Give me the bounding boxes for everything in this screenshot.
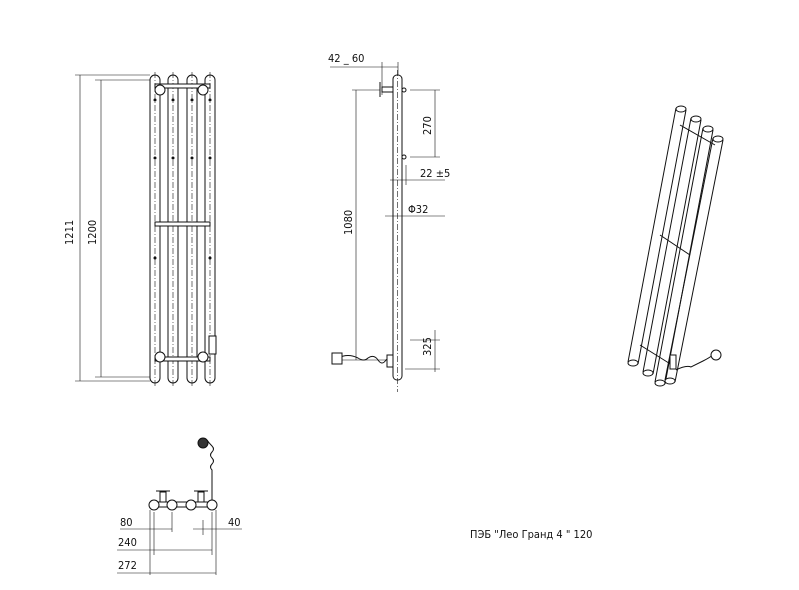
dim-1080: 1080 — [342, 210, 355, 235]
dim-325: 325 — [421, 337, 434, 356]
drawing-title: ПЭБ "Лео Гранд 4 " 120 — [470, 528, 592, 541]
dim-1200: 1200 — [86, 220, 99, 245]
top-view: 80 40 240 272 — [117, 437, 242, 575]
dim-270: 270 — [421, 116, 434, 135]
dim-272: 272 — [118, 559, 137, 572]
side-view: 42 _ 60 270 22 ±5 Φ32 1080 325 — [328, 52, 450, 392]
dim-240: 240 — [118, 536, 137, 549]
dim-80: 80 — [120, 516, 133, 529]
dim-40: 40 — [228, 516, 241, 529]
dim-offset: 42 _ 60 — [328, 52, 364, 65]
dim-1211: 1211 — [63, 220, 76, 245]
front-view: 1211 1200 — [63, 72, 217, 386]
dim-diameter: Φ32 — [408, 203, 428, 216]
isometric-view — [627, 105, 724, 387]
dim-gap: 22 ±5 — [420, 167, 450, 180]
